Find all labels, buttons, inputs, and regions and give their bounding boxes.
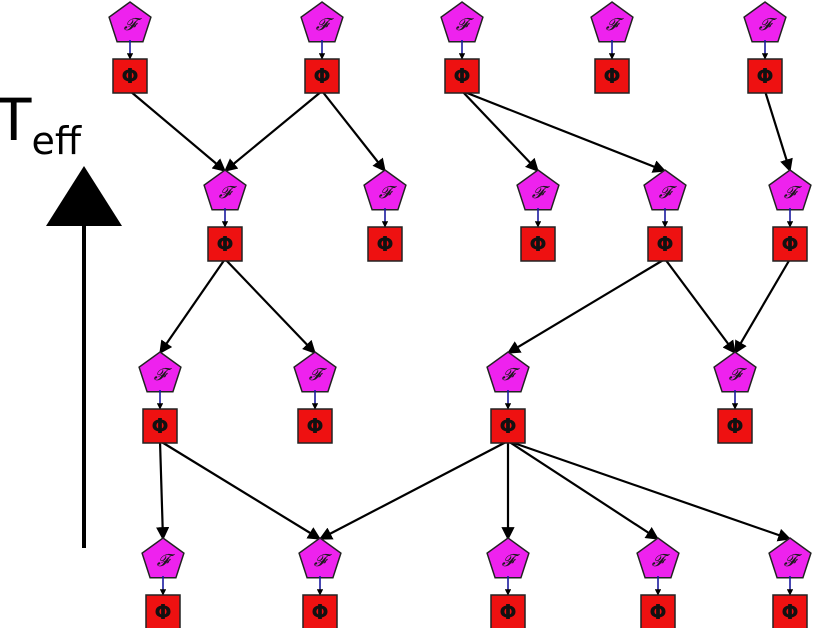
edges-layer [129, 89, 793, 542]
square-node-r1c4 [772, 226, 808, 262]
square-symbol-r1c0: Φ [216, 232, 233, 256]
square-symbol-r0c4: Φ [756, 64, 773, 88]
square-symbol-r0c0: Φ [121, 64, 138, 88]
node-r1c0: 𝓕Φ [203, 169, 247, 262]
square-symbol-r2c3: Φ [726, 414, 743, 438]
node-r0c0: 𝓕Φ [108, 1, 152, 94]
node-r0c4: 𝓕Φ [743, 1, 787, 94]
square-node-r2c3 [717, 408, 753, 444]
edge-r1c0-to-r2c1 [224, 258, 316, 354]
edge-r0c0-to-r1c0 [129, 90, 227, 172]
node-r1c1: 𝓕Φ [363, 169, 407, 262]
square-node-r0c4 [747, 58, 783, 94]
square-symbol-r3c1: Φ [311, 600, 328, 624]
square-node-r3c1 [302, 594, 338, 628]
square-node-r1c2 [520, 226, 556, 262]
square-symbol-r0c1: Φ [313, 64, 330, 88]
teff-axis-arrowhead [46, 166, 122, 226]
node-r3c0: 𝓕Φ [141, 537, 185, 628]
square-node-r0c1 [304, 58, 340, 94]
node-r2c2: 𝓕Φ [486, 351, 530, 444]
node-r3c2: 𝓕Φ [486, 537, 530, 628]
square-symbol-r2c0: Φ [151, 414, 168, 438]
node-r1c3: 𝓕Φ [643, 169, 687, 262]
square-node-r1c3 [647, 226, 683, 262]
square-node-r3c2 [490, 594, 526, 628]
edge-r2c0-to-r3c1 [159, 440, 322, 540]
square-symbol-r3c3: Φ [649, 600, 666, 624]
square-node-r1c1 [367, 226, 403, 262]
edge-r0c1-to-r1c0 [223, 90, 323, 172]
edge-r0c2-to-r1c2 [461, 90, 539, 172]
square-symbol-r3c0: Φ [154, 600, 171, 624]
edge-r1c0-to-r2c0 [159, 258, 226, 355]
edge-r1c3-to-r2c2 [506, 258, 666, 354]
square-node-r3c4 [772, 594, 808, 628]
square-node-r3c3 [640, 594, 676, 628]
teff-label-main: T [0, 86, 32, 154]
teff-axis-label: Teff [0, 86, 82, 163]
square-node-r1c0 [207, 226, 243, 262]
edge-r0c2-to-r1c3 [461, 89, 667, 173]
node-r2c0: 𝓕Φ [138, 351, 182, 444]
square-node-r0c0 [112, 58, 148, 94]
square-symbol-r3c2: Φ [499, 600, 516, 624]
edge-r1c4-to-r2c3 [734, 258, 791, 355]
edge-r2c0-to-r3c0 [156, 440, 170, 541]
square-symbol-r1c1: Φ [376, 232, 393, 256]
node-r3c1: 𝓕Φ [298, 537, 342, 628]
square-node-r2c2 [490, 408, 526, 444]
node-r1c4: 𝓕Φ [768, 169, 812, 262]
edge-r2c2-to-r3c1 [318, 440, 509, 540]
node-r1c2: 𝓕Φ [516, 169, 560, 262]
square-symbol-r1c3: Φ [656, 232, 673, 256]
edge-r0c4-to-r1c4 [763, 90, 793, 173]
square-symbol-r0c2: Φ [453, 64, 470, 88]
square-node-r3c0 [145, 594, 181, 628]
edge-r2c2-to-r3c4 [507, 439, 792, 542]
square-symbol-r1c4: Φ [781, 232, 798, 256]
node-r0c3: 𝓕Φ [590, 1, 634, 94]
square-symbol-r1c2: Φ [529, 232, 546, 256]
square-symbol-r2c2: Φ [499, 414, 516, 438]
node-r2c1: 𝓕Φ [293, 351, 337, 444]
node-r0c2: 𝓕Φ [440, 1, 484, 94]
square-symbol-r3c4: Φ [781, 600, 798, 624]
node-r3c4: 𝓕Φ [768, 537, 812, 628]
node-r3c3: 𝓕Φ [636, 537, 680, 628]
square-node-r2c0 [142, 408, 178, 444]
square-symbol-r0c3: Φ [603, 64, 620, 88]
teff-label-sub: eff [31, 119, 81, 163]
square-symbol-r2c1: Φ [306, 414, 323, 438]
square-node-r0c2 [444, 58, 480, 94]
edge-r0c1-to-r1c1 [321, 90, 386, 173]
square-node-r0c3 [594, 58, 630, 94]
edge-r1c3-to-r2c3 [664, 258, 736, 355]
node-r0c1: 𝓕Φ [300, 1, 344, 94]
edge-r2c2-to-r3c3 [507, 440, 660, 540]
node-r2c3: 𝓕Φ [713, 351, 757, 444]
teff-axis: Teff [0, 86, 122, 548]
square-node-r2c1 [297, 408, 333, 444]
